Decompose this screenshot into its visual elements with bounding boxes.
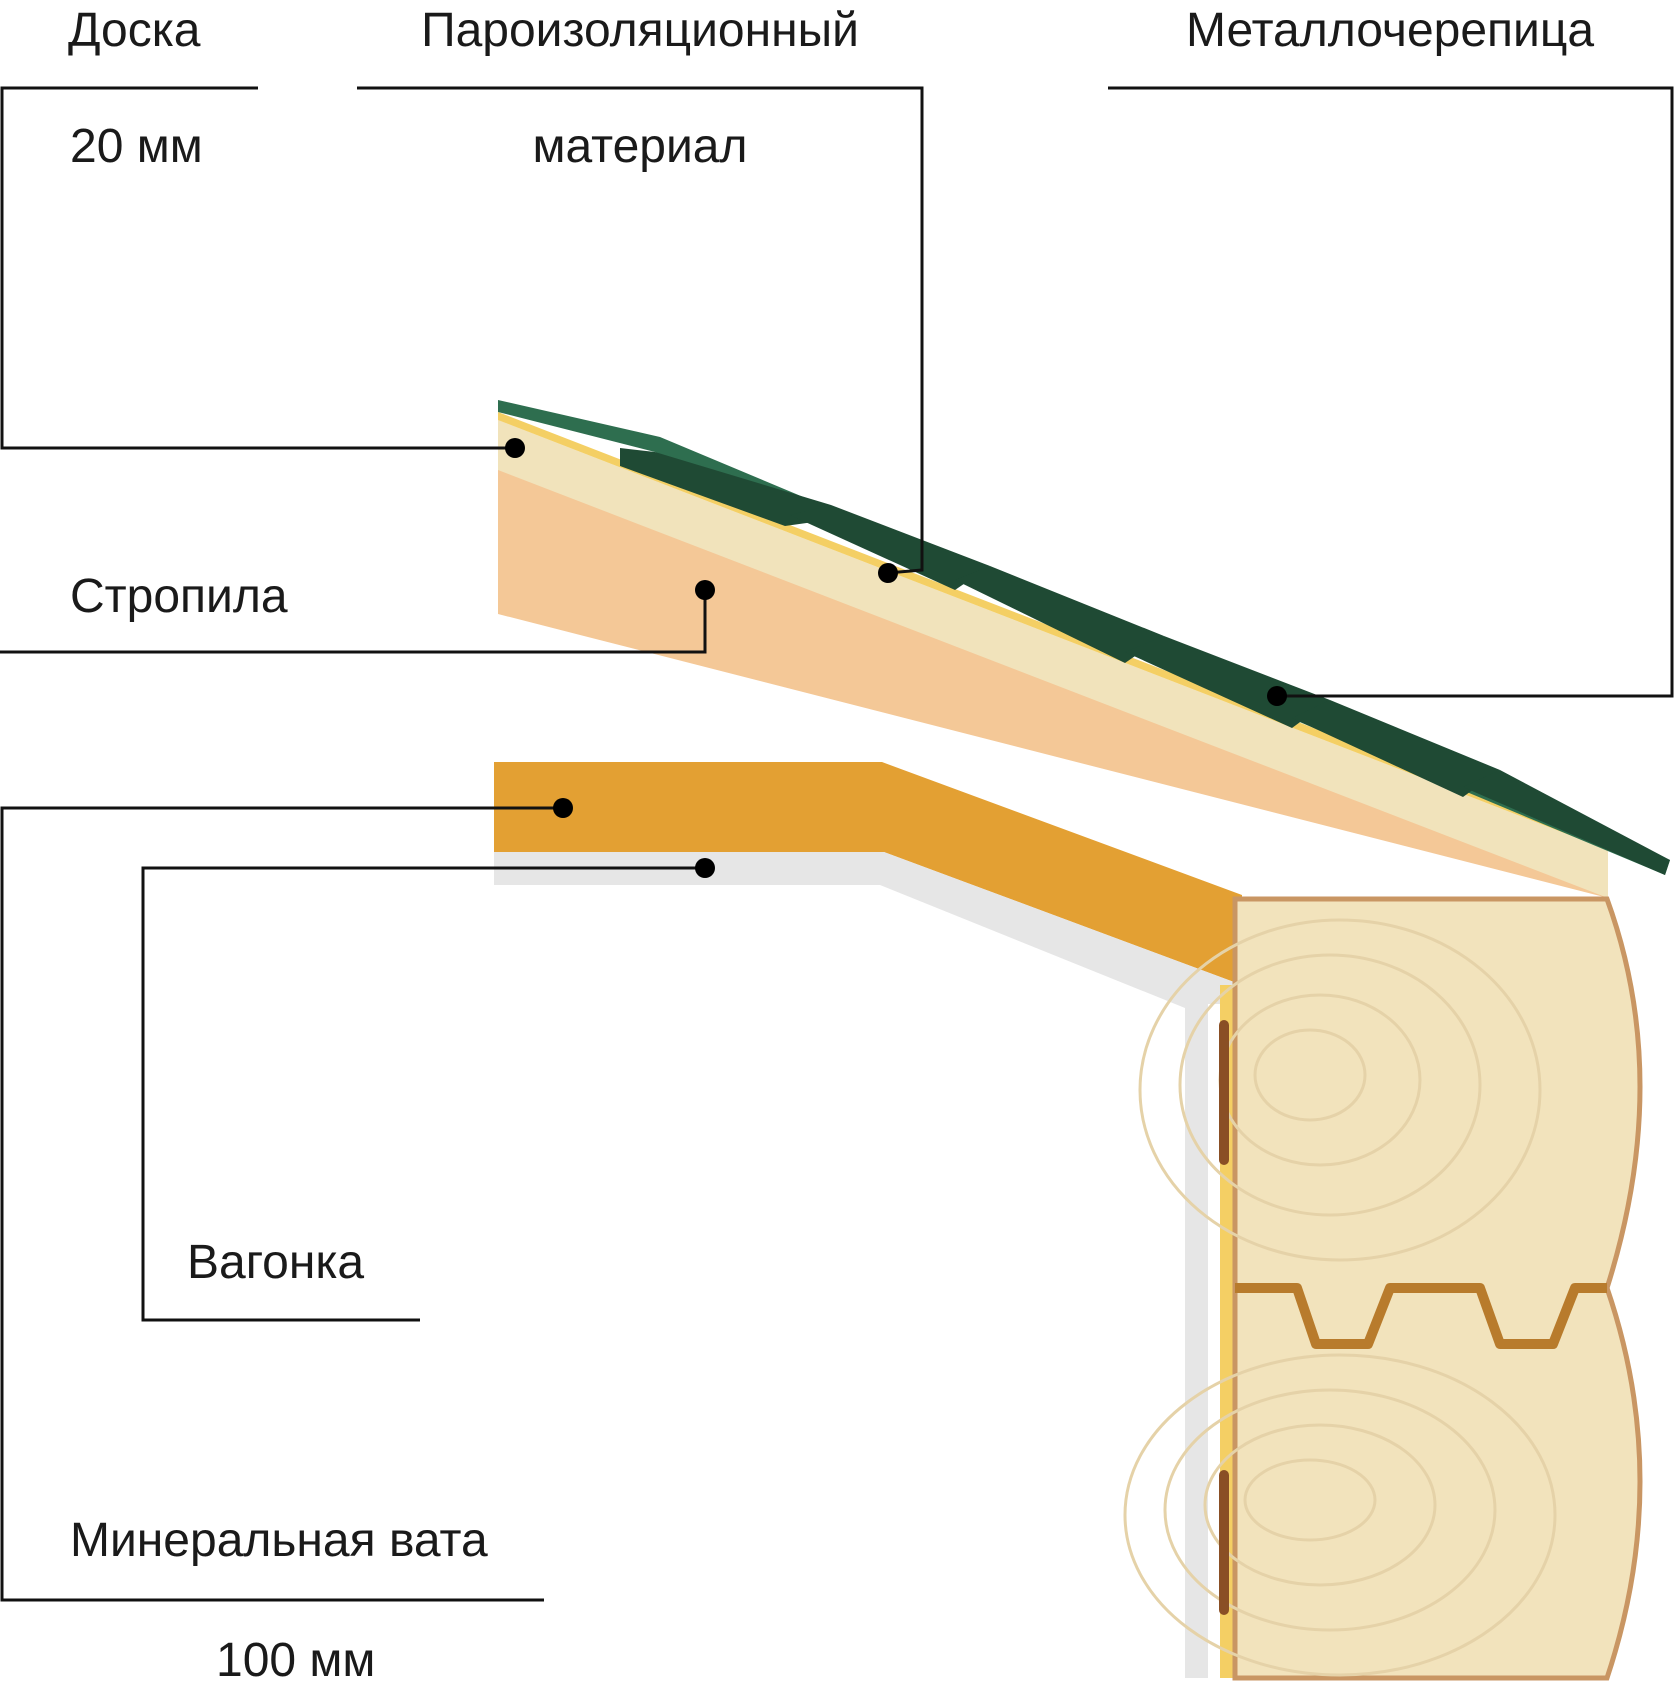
leader-dot-vapor-barrier xyxy=(878,563,898,583)
leader-lining xyxy=(141,866,705,1322)
leader-vapor-barrier xyxy=(357,86,924,575)
dowel-lower xyxy=(1219,1470,1229,1615)
label-mineral-wool-title: Минеральная вата xyxy=(70,1514,488,1567)
lower-log xyxy=(1232,1285,1643,1681)
leader-rafters xyxy=(0,590,707,654)
lining-layer xyxy=(494,852,1242,1678)
mineral-wool-layer xyxy=(494,762,1242,985)
label-lining: Вагонка xyxy=(187,1236,364,1289)
leader-mineral-wool xyxy=(0,806,563,1602)
leader-dot-metal-tile xyxy=(1267,686,1287,706)
sheathing-board xyxy=(498,420,1608,898)
log-groove-line xyxy=(1235,1283,1607,1349)
label-board-title: Доска xyxy=(68,4,201,57)
leader-dot-board xyxy=(505,438,525,458)
log-wall xyxy=(1123,896,1643,1681)
leader-dot-lining xyxy=(695,858,715,878)
leader-metal-tile xyxy=(1108,86,1674,698)
log-growth-rings xyxy=(1123,918,1557,1677)
leader-dot-rafters xyxy=(695,580,715,600)
label-vapor-barrier-line2: материал xyxy=(533,120,748,173)
metal-tile-sheet xyxy=(498,400,1670,875)
leader-board xyxy=(0,86,515,450)
dowel-upper xyxy=(1219,1020,1229,1165)
leader-dot-mineral-wool xyxy=(553,798,573,818)
upper-log xyxy=(1232,896,1643,1347)
label-rafters: Стропила xyxy=(70,570,288,623)
label-vapor-barrier-line1: Пароизоляционный xyxy=(421,4,859,57)
label-board-size: 20 мм xyxy=(70,120,203,173)
label-mineral-wool-size: 100 мм xyxy=(216,1634,375,1687)
label-metal-tile: Металлочерепица xyxy=(1186,4,1594,57)
